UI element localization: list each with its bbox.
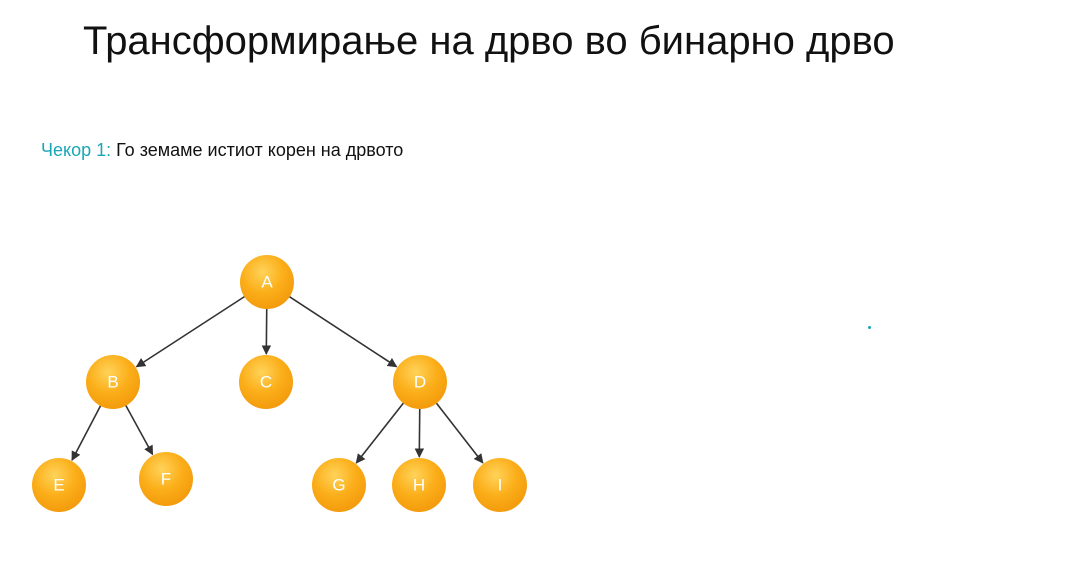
node-circle bbox=[393, 355, 447, 409]
step-text: Го земаме истиот корен на дрвото bbox=[116, 140, 404, 160]
node-circle bbox=[312, 458, 366, 512]
node-circle bbox=[139, 452, 193, 506]
edge-d-i bbox=[434, 401, 484, 464]
node-label: D bbox=[414, 373, 426, 392]
node-d: D bbox=[393, 355, 447, 409]
stray-dot bbox=[868, 326, 871, 329]
node-i: I bbox=[473, 458, 527, 512]
edge-d-g bbox=[355, 401, 406, 464]
node-b: B bbox=[86, 355, 140, 409]
step-line: Чекор 1: Го земаме истиот корен на дрвот… bbox=[41, 140, 403, 161]
edge-b-e bbox=[71, 403, 103, 462]
node-label: I bbox=[498, 476, 503, 495]
node-label: E bbox=[53, 476, 64, 495]
node-label: A bbox=[261, 273, 273, 292]
node-label: C bbox=[260, 373, 272, 392]
node-label: F bbox=[161, 470, 171, 489]
node-label: B bbox=[107, 373, 118, 392]
node-circle bbox=[473, 458, 527, 512]
node-c: C bbox=[239, 355, 293, 409]
tree-nodes: A B C D E F G H I bbox=[32, 255, 527, 512]
slide-title: Трансформирање на дрво во бинарно дрво bbox=[83, 19, 895, 63]
node-circle bbox=[240, 255, 294, 309]
node-g: G bbox=[312, 458, 366, 512]
node-circle bbox=[86, 355, 140, 409]
tree-edges bbox=[71, 294, 484, 464]
node-e: E bbox=[32, 458, 86, 512]
node-label: H bbox=[413, 476, 425, 495]
node-circle bbox=[32, 458, 86, 512]
node-circle bbox=[239, 355, 293, 409]
edge-b-f bbox=[124, 403, 154, 456]
node-h: H bbox=[392, 458, 446, 512]
edge-a-b bbox=[135, 294, 247, 368]
edge-a-d bbox=[287, 295, 398, 368]
node-a: A bbox=[240, 255, 294, 309]
node-label: G bbox=[332, 476, 345, 495]
node-f: F bbox=[139, 452, 193, 506]
node-circle bbox=[392, 458, 446, 512]
step-label: Чекор 1: bbox=[41, 140, 112, 160]
